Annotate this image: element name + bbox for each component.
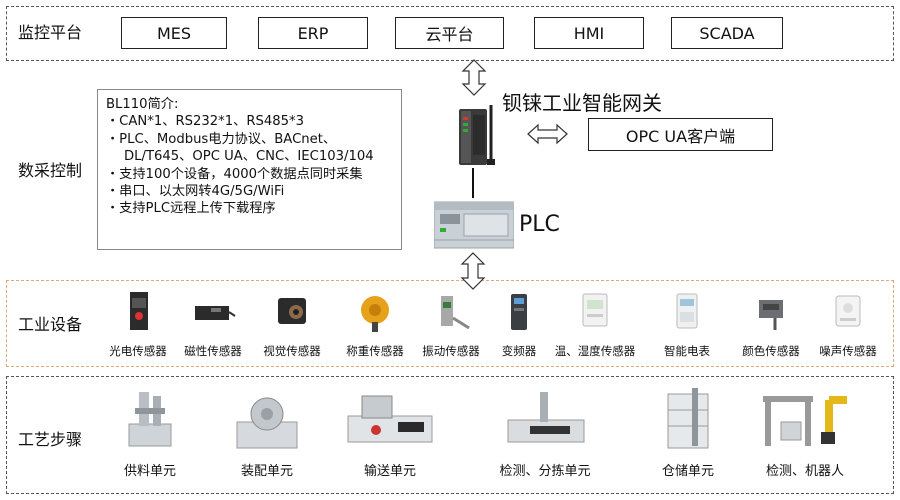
inspection-sorting-unit-icon (507, 392, 585, 443)
device-vision: 视觉传感器 (258, 290, 326, 359)
step-inspection-robot: 检测、机器人 (750, 386, 860, 479)
intro-line: ・PLC、Modbus电力协议、BACnet、 (106, 131, 337, 147)
equipment-band (6, 280, 894, 367)
device-label: 振动传感器 (422, 344, 480, 358)
equipment-band-label: 工业设备 (18, 315, 83, 334)
acquisition-band-label: 数采控制 (18, 161, 83, 180)
industrial-gateway-icon (459, 105, 495, 165)
intro-title: BL110简介: (106, 97, 179, 112)
device-color: 颜色传感器 (737, 290, 805, 359)
magnetic-sensor-icon (195, 306, 236, 320)
color-sensor-icon (759, 300, 783, 330)
plc-module-icon (434, 201, 514, 249)
feeding-unit-icon (128, 392, 172, 447)
device-label: 颜色传感器 (742, 344, 800, 358)
monitor-band (6, 6, 894, 61)
step-inspection-sorting: 检测、分拣单元 (490, 386, 600, 479)
plc-label: PLC (519, 212, 560, 237)
intro-line: ・支持100个设备，4000个数据点同时采集 (106, 166, 363, 182)
device-inverter: 变频器 (485, 290, 553, 359)
noise-sensor-icon (835, 295, 861, 327)
bl110-intro-box: BL110简介: ・CAN*1、RS232*1、RS485*3 ・PLC、Mod… (97, 89, 402, 250)
weighing-sensor-icon (361, 296, 389, 332)
erp-box: ERP (258, 17, 368, 49)
inverter-icon (511, 294, 527, 330)
device-magnetic: 磁性传感器 (179, 290, 247, 359)
intro-line: DL/T645、OPC UA、CNC、IEC103/104 (124, 149, 374, 165)
gateway-title: 钡铼工业智能网关 (502, 91, 662, 115)
step-label: 仓储单元 (661, 464, 714, 479)
device-label: 噪声传感器 (819, 344, 877, 358)
step-label: 检测、机器人 (765, 464, 844, 479)
cloud-platform-box: 云平台 (395, 17, 504, 49)
step-label: 装配单元 (240, 464, 293, 479)
device-weighing: 称重传感器 (341, 290, 409, 359)
horizontal-double-arrow-icon (527, 123, 568, 145)
smart-meter-icon (676, 293, 698, 329)
device-label: 称重传感器 (346, 344, 404, 358)
vision-sensor-icon (278, 298, 306, 324)
device-smart-meter: 智能电表 (653, 290, 721, 359)
intro-line: ・串口、以太网转4G/5G/WiFi (106, 184, 285, 200)
vertical-double-arrow-top-icon (461, 59, 487, 96)
step-storage: 仓储单元 (648, 386, 728, 479)
vibration-sensor-icon (441, 296, 470, 330)
inspection-robot-icon (763, 396, 847, 446)
scada-box: SCADA (671, 17, 783, 49)
process-band-label: 工艺步骤 (18, 430, 83, 449)
device-label: 视觉传感器 (263, 344, 321, 358)
step-conveyor: 输送单元 (340, 386, 440, 479)
intro-line: ・支持PLC远程上传下载程序 (106, 201, 276, 217)
conveyor-unit-icon (347, 395, 433, 443)
device-label: 温、湿度传感器 (554, 344, 636, 358)
step-label: 供料单元 (123, 464, 176, 479)
mes-box: MES (121, 17, 227, 49)
process-band (6, 376, 894, 494)
step-feeding: 供料单元 (110, 386, 190, 479)
hmi-box: HMI (534, 17, 644, 49)
device-label: 智能电表 (664, 344, 710, 358)
intro-line: ・CAN*1、RS232*1、RS485*3 (106, 114, 305, 130)
device-photoelectric: 光电传感器 (104, 290, 172, 359)
device-vibration: 振动传感器 (417, 290, 485, 359)
step-label: 检测、分拣单元 (499, 464, 591, 479)
device-temp-humidity: 温、湿度传感器 (555, 290, 635, 359)
temp-humidity-sensor-icon (582, 293, 608, 327)
device-label: 光电传感器 (109, 344, 167, 358)
device-label: 变频器 (501, 344, 537, 358)
device-label: 磁性传感器 (184, 344, 242, 358)
step-assembly: 装配单元 (222, 386, 312, 479)
monitor-band-label: 监控平台 (18, 23, 83, 42)
assembly-unit-icon (236, 397, 298, 449)
step-label: 输送单元 (363, 464, 416, 479)
storage-unit-icon (667, 388, 709, 449)
photoelectric-sensor-icon (130, 292, 148, 330)
opc-ua-client-box: OPC UA客户端 (588, 118, 773, 151)
device-noise: 噪声传感器 (814, 290, 882, 359)
